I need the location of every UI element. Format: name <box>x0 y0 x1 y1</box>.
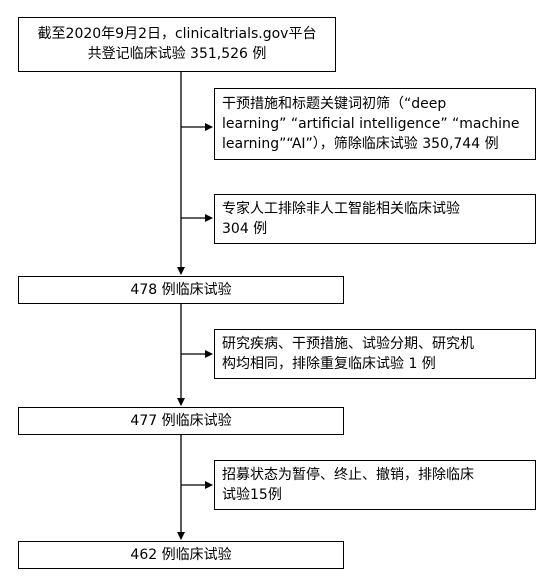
box-text-line: 专家人工排除非人工智能相关临床试验 <box>222 201 460 217</box>
keyword-screening-exclusion-box: 干预措施和标题关键词初筛（“deep learning” “artificial… <box>214 88 536 160</box>
duplicate-exclusion-box: 研究疾病、干预措施、试验分期、研究机 构均相同，排除重复临床试验 1 例 <box>214 329 536 379</box>
box-text-line: 477 例临床试验 <box>130 413 232 429</box>
box-text-line: 共登记临床试验 351,526 例 <box>87 46 267 62</box>
box-text-line: 研究疾病、干预措施、试验分期、研究机 <box>222 336 474 352</box>
initial-registered-trials-box: 截至2020年9月2日，clinicaltrials.gov平台 共登记临床试验… <box>18 17 336 72</box>
final-trials-462-box: 462 例临床试验 <box>18 541 344 569</box>
box-text-line: 试验15例 <box>222 487 282 503</box>
box-text-line: 干预措施和标题关键词初筛（“deep <box>222 96 447 112</box>
box-text-line: 招募状态为暂停、终止、撤销，排除临床 <box>222 467 474 483</box>
trials-477-box: 477 例临床试验 <box>18 407 344 435</box>
box-text-line: learning”“AI”），筛除临床试验 350,744 例 <box>222 136 499 152</box>
box-text-line: learning” “artificial intelligence” “mac… <box>222 116 520 132</box>
trials-478-box: 478 例临床试验 <box>18 276 344 304</box>
box-text-line: 462 例临床试验 <box>130 547 232 563</box>
box-text-line: 构均相同，排除重复临床试验 1 例 <box>222 356 436 372</box>
box-text-line: 478 例临床试验 <box>130 282 232 298</box>
box-text-line: 304 例 <box>222 221 268 237</box>
recruitment-status-exclusion-box: 招募状态为暂停、终止、撤销，排除临床 试验15例 <box>214 460 536 510</box>
expert-exclusion-box: 专家人工排除非人工智能相关临床试验 304 例 <box>214 194 536 244</box>
box-text-line: 截至2020年9月2日，clinicaltrials.gov平台 <box>37 26 317 42</box>
